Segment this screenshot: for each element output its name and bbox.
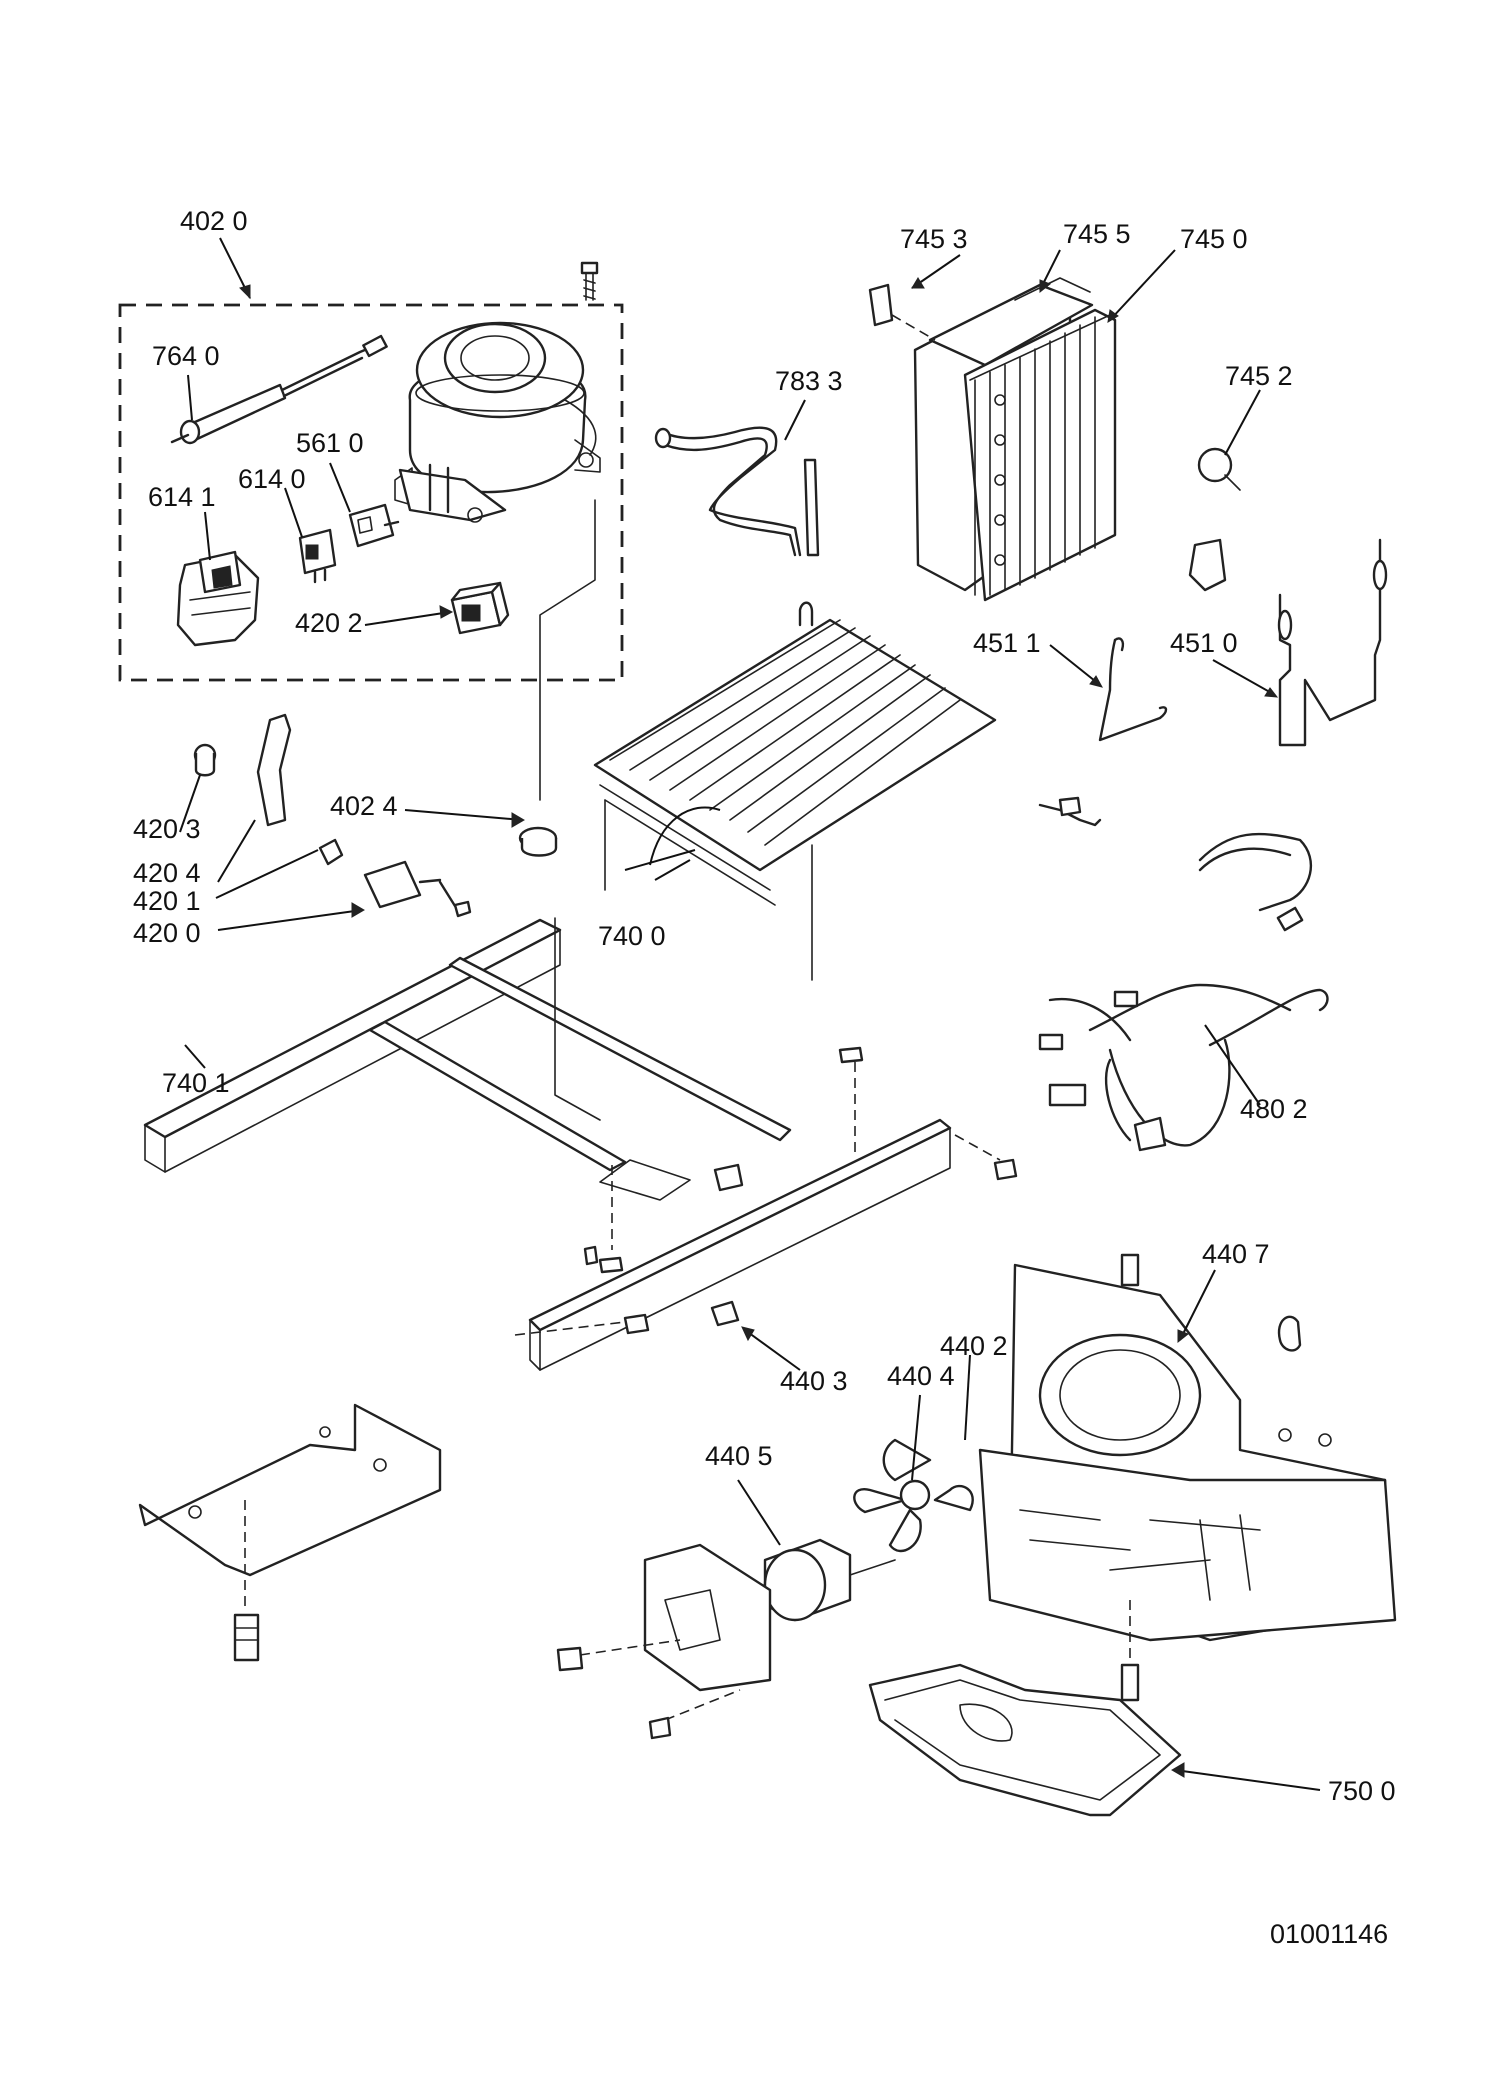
overload-protector xyxy=(348,503,400,548)
callout-402-0: 402 0 xyxy=(180,206,248,236)
compressor xyxy=(394,321,601,523)
condenser-assembly xyxy=(868,277,1241,602)
callout-561-0: 561 0 xyxy=(296,428,364,458)
callout-745-5: 745 5 xyxy=(1063,219,1131,249)
callout-750-0: 750 0 xyxy=(1328,1776,1396,1806)
callout-614-0: 614 0 xyxy=(238,464,306,494)
cover-plate xyxy=(138,1403,442,1662)
fan-blade xyxy=(853,1438,974,1552)
callout-402-4: 402 4 xyxy=(330,791,398,821)
base-frame xyxy=(143,917,1018,1371)
drawing-number: 01001146 xyxy=(1270,1919,1388,1949)
start-relay xyxy=(298,528,337,584)
callout-440-4: 440 4 xyxy=(887,1361,955,1391)
callout-440-7: 440 7 xyxy=(1202,1239,1270,1269)
compressor-kit-dashed-box xyxy=(118,303,624,682)
filter-drier xyxy=(170,334,388,445)
callout-420-4: 420 4 xyxy=(133,858,201,888)
callout-614-1: 614 1 xyxy=(148,482,216,512)
callout-740-1: 740 1 xyxy=(162,1068,230,1098)
fan-shroud-assembly xyxy=(978,1253,1397,1702)
callout-420-3: 420 3 xyxy=(133,814,201,844)
suction-tube xyxy=(654,426,820,557)
callout-440-3: 440 3 xyxy=(780,1366,848,1396)
left-small-parts xyxy=(193,713,558,918)
callout-440-2: 440 2 xyxy=(940,1331,1008,1361)
callout-740-0: 740 0 xyxy=(598,921,666,951)
fan-motor xyxy=(556,1538,896,1740)
drain-pan xyxy=(868,1663,1182,1817)
callout-783-3: 783 3 xyxy=(775,366,843,396)
compressor-group xyxy=(118,261,624,801)
callout-420-1: 420 1 xyxy=(133,886,201,916)
callout-440-5: 440 5 xyxy=(705,1441,773,1471)
run-capacitor xyxy=(450,581,510,635)
leader-lines xyxy=(179,237,1321,1791)
callout-745-3: 745 3 xyxy=(900,224,968,254)
callout-764-0: 764 0 xyxy=(152,341,220,371)
relay-cover xyxy=(176,550,260,647)
callout-480-2: 480 2 xyxy=(1240,1094,1308,1124)
callout-451-0: 451 0 xyxy=(1170,628,1238,658)
callout-451-1: 451 1 xyxy=(973,628,1041,658)
top-screw xyxy=(580,261,599,301)
callout-745-0: 745 0 xyxy=(1180,224,1248,254)
callout-labels: 402 0 764 0 561 0 614 0 614 1 420 2 783 … xyxy=(133,206,1396,1949)
callout-745-2: 745 2 xyxy=(1225,361,1293,391)
heater-and-harness xyxy=(1038,538,1388,1152)
callout-420-2: 420 2 xyxy=(295,608,363,638)
callout-420-0: 420 0 xyxy=(133,918,201,948)
